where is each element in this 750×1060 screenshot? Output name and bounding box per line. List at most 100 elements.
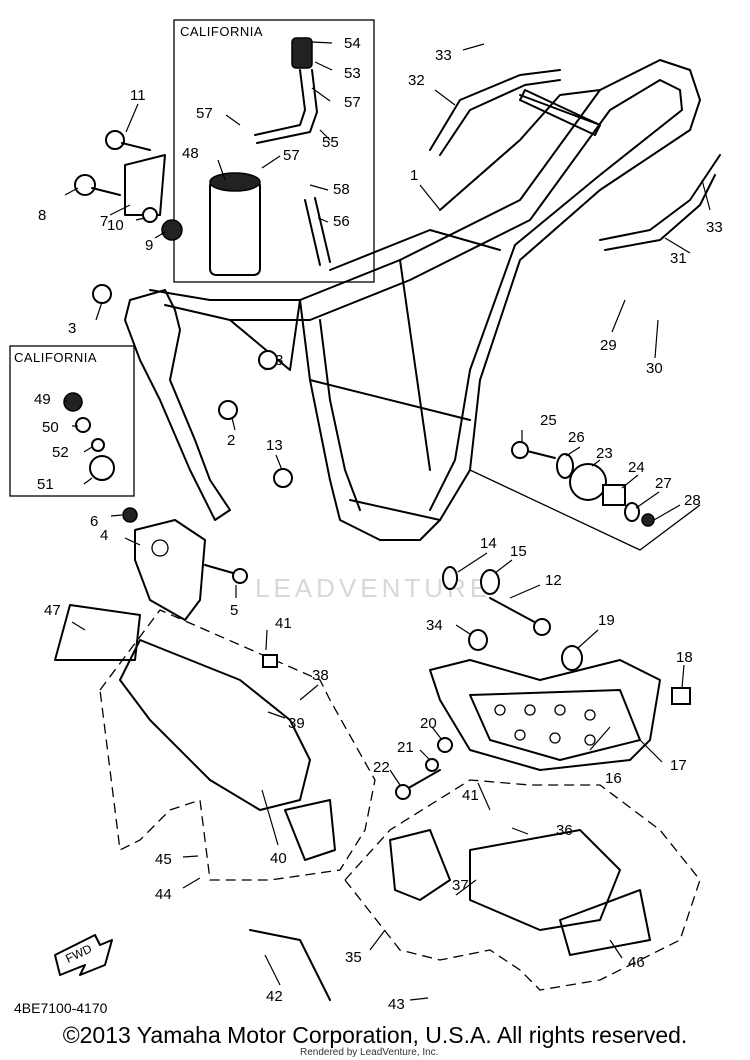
frame-assembly [124, 59, 701, 541]
callout-13: 13 [266, 437, 283, 454]
callout-43: 43 [388, 996, 405, 1013]
california-left-parts [63, 392, 115, 481]
callout-23: 23 [596, 445, 613, 462]
damper-34 [468, 629, 488, 651]
callout-56: 56 [333, 213, 350, 230]
callout-57a: 57 [196, 105, 213, 122]
copyright-footer: ©2013 Yamaha Motor Corporation, U.S.A. A… [62, 1022, 688, 1048]
callout-15: 15 [510, 543, 527, 560]
callout-49: 49 [34, 391, 51, 408]
bracket-31 [599, 154, 721, 251]
callout-2: 2 [227, 432, 235, 449]
callout-25: 25 [540, 412, 557, 429]
callout-14: 14 [480, 535, 497, 552]
collar-20 [437, 737, 453, 753]
grommet-3a [92, 284, 112, 304]
callout-21: 21 [397, 739, 414, 756]
callout-57b: 57 [283, 147, 300, 164]
callout-12: 12 [545, 572, 562, 589]
callout-8: 8 [38, 207, 46, 224]
protector-47 [54, 604, 141, 661]
callout-45: 45 [155, 851, 172, 868]
hose-55 [254, 69, 318, 144]
callout-40: 40 [270, 850, 287, 867]
callout-11: 11 [130, 87, 146, 104]
callout-42: 42 [266, 988, 283, 1005]
plate-7 [124, 154, 166, 216]
callout-53: 53 [344, 65, 361, 82]
callout-1: 1 [410, 167, 418, 184]
callout-54: 54 [344, 35, 361, 52]
callout-18: 18 [676, 649, 693, 666]
callout-39: 39 [288, 715, 305, 732]
catalog-number: 4BE7100-4170 [14, 1000, 108, 1016]
callout-4: 4 [100, 527, 108, 544]
callout-22: 22 [373, 759, 390, 776]
callout-46: 46 [628, 954, 645, 971]
callout-52: 52 [52, 444, 69, 461]
callout-41b: 41 [462, 787, 479, 804]
canister-48 [209, 172, 261, 276]
callout-5: 5 [230, 602, 238, 619]
fwd-label: FWD [63, 941, 94, 965]
callout-44: 44 [155, 886, 172, 903]
callout-29: 29 [600, 337, 617, 354]
fwd-arrow-icon [54, 934, 113, 976]
california-top-label: CALIFORNIA [180, 24, 263, 39]
nut-6 [122, 507, 138, 523]
callout-48: 48 [182, 145, 199, 162]
callout-26: 26 [568, 429, 585, 446]
callout-3a: 3 [68, 320, 76, 337]
damper-19 [561, 645, 583, 671]
callout-57c: 57 [344, 94, 361, 111]
engine-bracket-4 [134, 519, 206, 621]
grommet-2 [218, 400, 238, 420]
washer-10 [142, 207, 158, 223]
callout-6: 6 [90, 513, 98, 530]
callout-19: 19 [598, 612, 615, 629]
cover-38-group [99, 609, 376, 881]
callout-17: 17 [670, 757, 687, 774]
callout-38: 38 [312, 667, 329, 684]
hose-56 [304, 197, 331, 266]
washer-21 [425, 758, 439, 772]
callout-37: 37 [452, 877, 469, 894]
bolt-11 [105, 130, 151, 151]
callout-7: 7 [100, 213, 108, 230]
callout-41a: 41 [275, 615, 292, 632]
callout-47: 47 [44, 602, 61, 619]
callout-58: 58 [333, 181, 350, 198]
callout-30: 30 [646, 360, 663, 377]
clip-18 [671, 687, 691, 705]
callout-27: 27 [655, 475, 672, 492]
bolt-22 [395, 769, 441, 800]
callout-32: 32 [408, 72, 425, 89]
callout-33b: 33 [706, 219, 723, 236]
callout-28: 28 [684, 492, 701, 509]
callout-51: 51 [37, 476, 54, 493]
callout-16: 16 [605, 770, 622, 787]
band-42 [249, 929, 331, 1001]
skid-plate-16 [429, 659, 661, 771]
callout-labels: 1 2 3 3 4 5 6 7 8 9 10 11 12 13 14 15 16… [34, 35, 723, 1013]
bolt-5 [204, 564, 248, 584]
cover-35-group [344, 779, 701, 991]
callout-34: 34 [426, 617, 443, 634]
callout-33a: 33 [435, 47, 452, 64]
california-left-label: CALIFORNIA [14, 350, 97, 365]
callout-31: 31 [670, 250, 687, 267]
callout-24: 24 [628, 459, 645, 476]
nut-13 [273, 468, 293, 488]
callout-9: 9 [145, 237, 153, 254]
guard-40 [284, 799, 336, 861]
callout-10: 10 [107, 217, 124, 234]
protector-46 [559, 889, 651, 956]
california-left-box: CALIFORNIA [9, 345, 135, 497]
bolt-8 [74, 174, 121, 196]
bolt-12 [489, 597, 551, 636]
callout-35: 35 [345, 949, 362, 966]
callout-50: 50 [42, 419, 59, 436]
bracket-32 [429, 69, 561, 156]
pivot-parts [469, 441, 701, 551]
